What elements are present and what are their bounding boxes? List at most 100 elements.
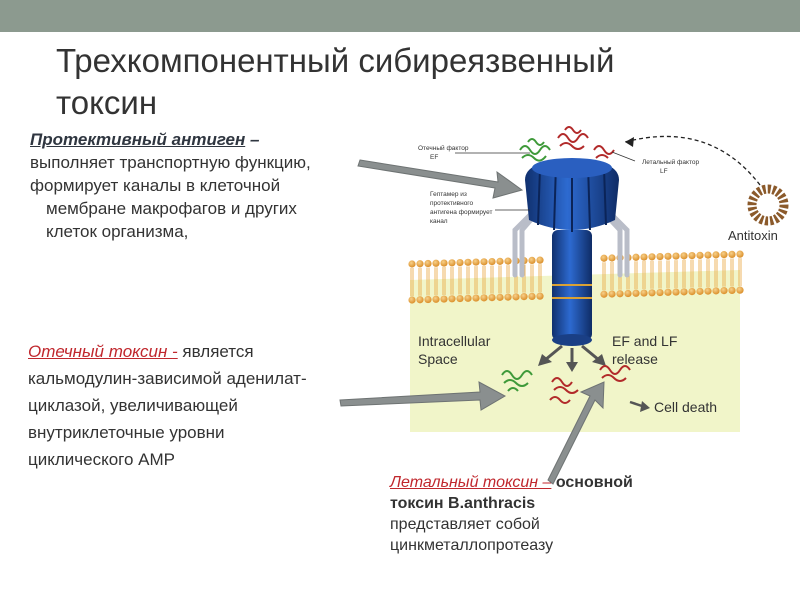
lethal-factor-protein-top [557,126,615,159]
lipid-head [504,257,512,265]
lipid-tail [530,264,534,293]
lipid-head [656,252,664,261]
lipid-head [480,258,488,266]
lipid-head [528,256,536,264]
membrane [408,250,744,304]
pa-channel [525,158,619,346]
protective-antigen-term: Протективный антиген [30,130,246,149]
lipid-head [504,293,512,301]
lipid-head [480,294,488,302]
antitoxin-ring [747,184,789,226]
lipid-head [712,287,720,295]
cell-death-arrowhead [640,401,650,412]
lipid-tail [642,261,646,290]
edema-factor-released [501,370,533,392]
label-heptamer-line-4: канал [430,218,448,225]
edema-toxin-text: Отечный токсин - является кальмодулин-за… [28,338,398,473]
lipid-tail [706,259,710,288]
lipid-tail [610,262,614,290]
protective-antigen-text: Протективный антиген – выполняет транспо… [30,128,400,243]
edema-toxin-line-4: внутриклеточные уровни [28,423,225,442]
lipid-head [424,295,432,304]
release-label-line-2: release [612,351,658,367]
lipid-head [440,259,448,267]
lipid-head [648,253,656,261]
lipid-head [464,258,472,266]
anthrax-toxin-diagram: Antitoxin Отечный фактор EF Летальный фа… [408,126,789,432]
lipid-head [448,295,456,303]
slide-title: Трехкомпонентный сибиреязвенный токсин [56,40,756,124]
lipid-head [496,257,504,265]
lipid-head [512,293,520,301]
intracellular-label-line-1: Intracellular [418,333,491,349]
lipid-tail [450,266,454,295]
lipid-head [472,294,480,302]
protective-antigen-line-2: выполняет транспортную функцию, [30,153,311,172]
lipid-head [536,292,544,300]
lipid-tail [682,259,686,288]
cell-death-arrow [629,400,643,408]
lipid-head [600,254,608,262]
lipid-head [416,260,424,268]
lipid-head [616,290,624,298]
lipid-tail [418,267,422,296]
lipid-tail [482,265,486,294]
lipid-tail [602,262,606,291]
label-heptamer-line-1: Гептамер из [430,191,467,198]
lipid-tail [674,260,678,289]
lipid-head [680,288,688,296]
lipid-head [696,287,704,295]
lipid-head [408,296,416,304]
lipid-head [672,288,680,296]
antitoxin-label: Antitoxin [728,228,778,243]
lipid-head [520,293,528,301]
lipid-head [648,289,656,297]
lipid-head [736,250,744,258]
lethal-toxin-line-4: цинкметаллопротеазу [390,537,554,554]
lipid-head [600,290,608,298]
edema-factor-protein [519,138,551,162]
lipid-head [432,259,440,267]
label-lf-line-2: LF [660,168,668,175]
lipid-head [456,294,464,303]
lethal-toxin-line-1: основной [551,474,633,491]
lipid-tail [738,258,742,287]
lethal-toxin-text: Летальный токсин – основной токсин B.ant… [390,472,750,556]
lipid-tail [538,264,542,293]
lipid-head [656,288,664,297]
lipid-head [424,259,432,268]
lipid-tail [658,260,662,289]
title-line-2: токсин [56,84,158,121]
lipid-head [528,292,536,300]
lipid-head [712,251,720,259]
lipid-tail [498,265,502,294]
lethal-toxin-dash: – [542,474,552,491]
lipid-tail [410,268,414,296]
edema-toxin-line-5: циклического АМР [28,450,176,469]
lipid-head [624,289,632,298]
lipid-tail [506,265,510,294]
edema-toxin-line-1: является [177,342,254,361]
lethal-toxin-line-2: токсин B.anthracis [390,495,536,512]
lipid-head [728,286,736,294]
lipid-head [688,288,696,296]
lipid-head [688,252,696,260]
lipid-head [416,296,424,304]
lipid-tail [666,260,670,289]
edema-toxin-line-3: циклазой, увеличивающей [28,396,238,415]
release-label-line-1: EF and LF [612,333,677,349]
lipid-head [472,258,480,266]
lipid-tail [690,259,694,288]
lipid-head [408,260,416,268]
release-arrows [538,344,606,372]
lipid-tail [474,266,478,295]
lipid-head [464,294,472,302]
lipid-head [456,258,464,267]
lipid-head [632,289,640,297]
lipid-tail [490,265,494,294]
label-leader-lines [455,151,636,211]
lipid-head [696,251,704,259]
lipid-head [496,293,504,301]
protective-antigen-line-3: формирует каналы в клеточной [30,176,281,195]
edema-toxin-term: Отечный токсин [28,342,173,361]
